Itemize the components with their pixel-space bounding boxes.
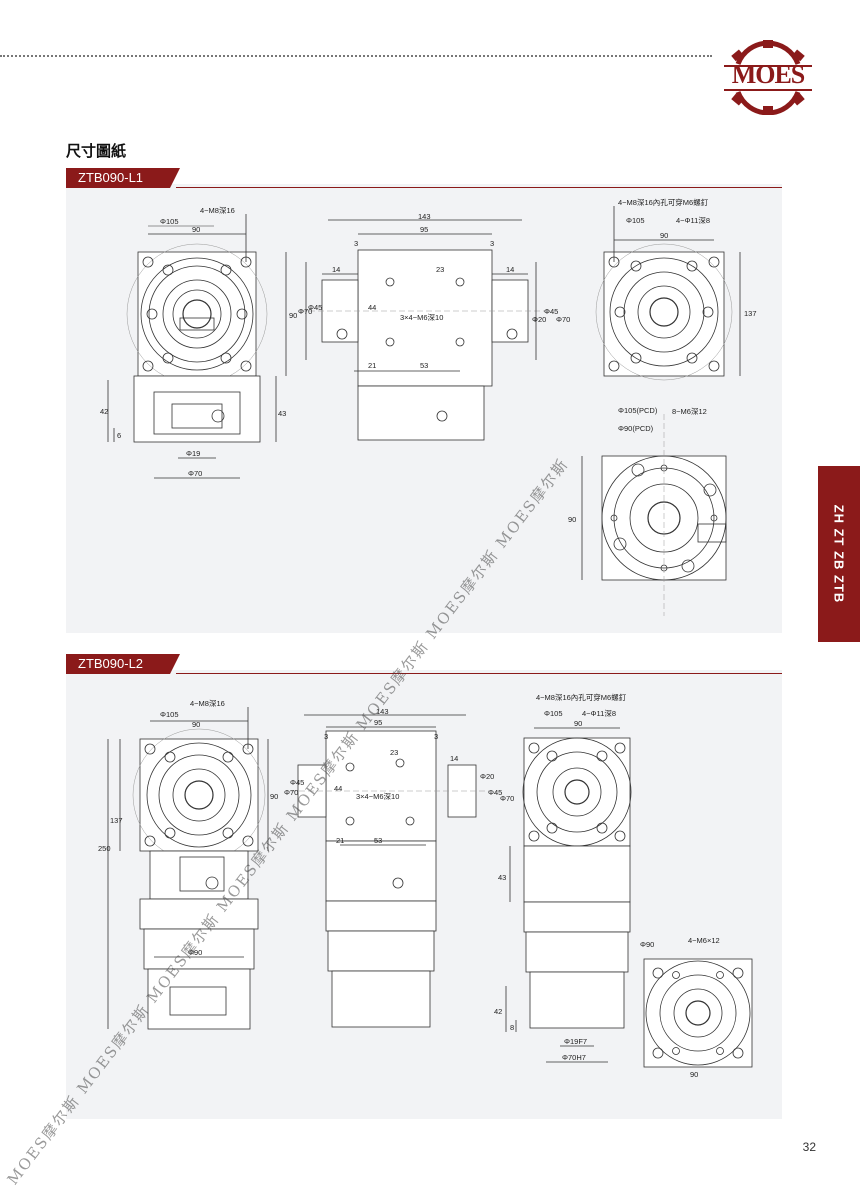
dim-d105: Φ105: [626, 216, 645, 225]
dim-w14: 14: [450, 754, 458, 763]
dim-d70: Φ70H7: [562, 1053, 586, 1062]
dim-h250: 250: [98, 844, 111, 853]
dim-h8: 8: [510, 1023, 514, 1032]
dim-holes: 4−M8深16: [190, 699, 225, 708]
dim-pcd90: Φ90(PCD): [618, 424, 654, 433]
dim-h44: 44: [334, 784, 342, 793]
dim-d90: Φ90: [640, 940, 654, 949]
dim-w90: 90: [192, 720, 200, 729]
dim-d105: Φ105: [160, 217, 179, 226]
header-dotted-rule: [0, 55, 712, 57]
dim-d45b: Φ45: [544, 307, 558, 316]
dim-w14b: 14: [506, 265, 514, 274]
dim-holes: 3×4−M6深10: [400, 313, 443, 322]
dim-w53: 53: [374, 836, 382, 845]
dim-d105: Φ105: [544, 709, 563, 718]
dim-d11: 4−Φ11深8: [582, 709, 616, 718]
dim-d20: Φ20: [532, 315, 546, 324]
dim-pcd105: Φ105(PCD): [618, 406, 658, 415]
dim-h43: 43: [498, 873, 506, 882]
dim-h137: 137: [744, 309, 757, 318]
moes-logo: MOES: [722, 40, 814, 116]
dim-w143: 143: [376, 707, 389, 716]
dim-h23: 23: [390, 748, 398, 757]
dim-h42: 42: [100, 407, 108, 416]
dim-h6: 6: [117, 431, 121, 440]
dim-h44: 44: [368, 303, 376, 312]
dim-w143: 143: [418, 212, 431, 221]
rear-view-l1: 4−M8深16內孔可穿M6螺釘 Φ105 4−Φ11深8 90 137: [595, 197, 757, 381]
dim-d70: Φ70: [298, 307, 312, 316]
dim-w3a: 3: [324, 732, 328, 741]
dim-sq90: 90: [690, 1070, 698, 1079]
gear-icon: [724, 40, 812, 116]
dim-w21: 21: [368, 361, 376, 370]
dim-holes: 4−M8深16內孔可穿M6螺釘: [618, 197, 709, 207]
dim-d20: Φ20: [480, 772, 494, 781]
page-title: 尺寸圖紙: [66, 142, 127, 160]
flange-view-l2: Φ90 4−M6×12 90: [640, 936, 753, 1079]
dim-holes: 4−M8深16內孔可穿M6螺釘: [536, 692, 627, 702]
flange-view-l1: Φ105(PCD) Φ90(PCD) 8−M6深12 90: [568, 406, 727, 616]
rear-view-l2: 4−M8深16內孔可穿M6螺釘 Φ105 4−Φ11深8 90 43 42 8 …: [494, 692, 632, 1063]
dim-w3b: 3: [490, 239, 494, 248]
dim-h90: 90: [289, 311, 297, 320]
dim-w3b: 3: [434, 732, 438, 741]
model-tag-rule-l1: [176, 187, 782, 188]
dim-w90: 90: [574, 719, 582, 728]
dim-d45b: Φ45: [488, 788, 502, 797]
model-tag-rule-l2: [176, 673, 782, 674]
dim-d11: 4−Φ11深8: [676, 216, 710, 225]
dim-w3a: 3: [354, 239, 358, 248]
dim-sq90: 90: [568, 515, 576, 524]
dim-d45: Φ45: [290, 778, 304, 787]
dim-holes: 4−M6×12: [688, 936, 720, 945]
dim-d70: Φ70: [188, 469, 202, 478]
dim-d19: Φ19: [186, 449, 200, 458]
page-number: 32: [802, 1140, 816, 1154]
dim-h23: 23: [436, 265, 444, 274]
side-view-l1: 143 95 3 3 14 14 Φ70 Φ45 23 44 3×4−M6深10…: [278, 212, 570, 441]
series-side-tab: ZH ZT ZB ZTB: [818, 466, 860, 642]
model-tag-l1: ZTB090-L1: [66, 168, 180, 188]
dim-d90: Φ90: [188, 948, 202, 957]
brand-name: MOES: [731, 60, 806, 89]
dim-holes: 4−M8深16: [200, 206, 235, 215]
side-view-l2: 143 95 3 3 14 Φ70 Φ45 23 44 3×4−M6深10 Φ2…: [284, 707, 514, 1028]
dim-w90: 90: [660, 231, 668, 240]
dim-d105: Φ105: [160, 710, 179, 719]
dim-w95: 95: [374, 718, 382, 727]
dim-h43: 43: [278, 409, 286, 418]
dim-w14a: 14: [332, 265, 340, 274]
dim-h90: 90: [270, 792, 278, 801]
dim-h137: 137: [110, 816, 123, 825]
front-view-l1: Φ105 4−M8深16 90 90 42 6 Φ19 Φ70: [100, 206, 297, 479]
dim-w90: 90: [192, 225, 200, 234]
dim-w53: 53: [420, 361, 428, 370]
front-view-l2: Φ105 4−M8深16 90 90 137 250 Φ90: [98, 699, 278, 1030]
dim-holes: 8−M6深12: [672, 407, 707, 416]
dim-d70: Φ70: [284, 788, 298, 797]
dim-w95: 95: [420, 225, 428, 234]
dim-d19: Φ19F7: [564, 1037, 587, 1046]
dim-d45: Φ45: [308, 303, 322, 312]
dim-d70b: Φ70: [556, 315, 570, 324]
dim-w21: 21: [336, 836, 344, 845]
dim-holes: 3×4−M6深10: [356, 792, 399, 801]
dim-d70b: Φ70: [500, 794, 514, 803]
dim-h42: 42: [494, 1007, 502, 1016]
model-tag-l2: ZTB090-L2: [66, 654, 180, 674]
